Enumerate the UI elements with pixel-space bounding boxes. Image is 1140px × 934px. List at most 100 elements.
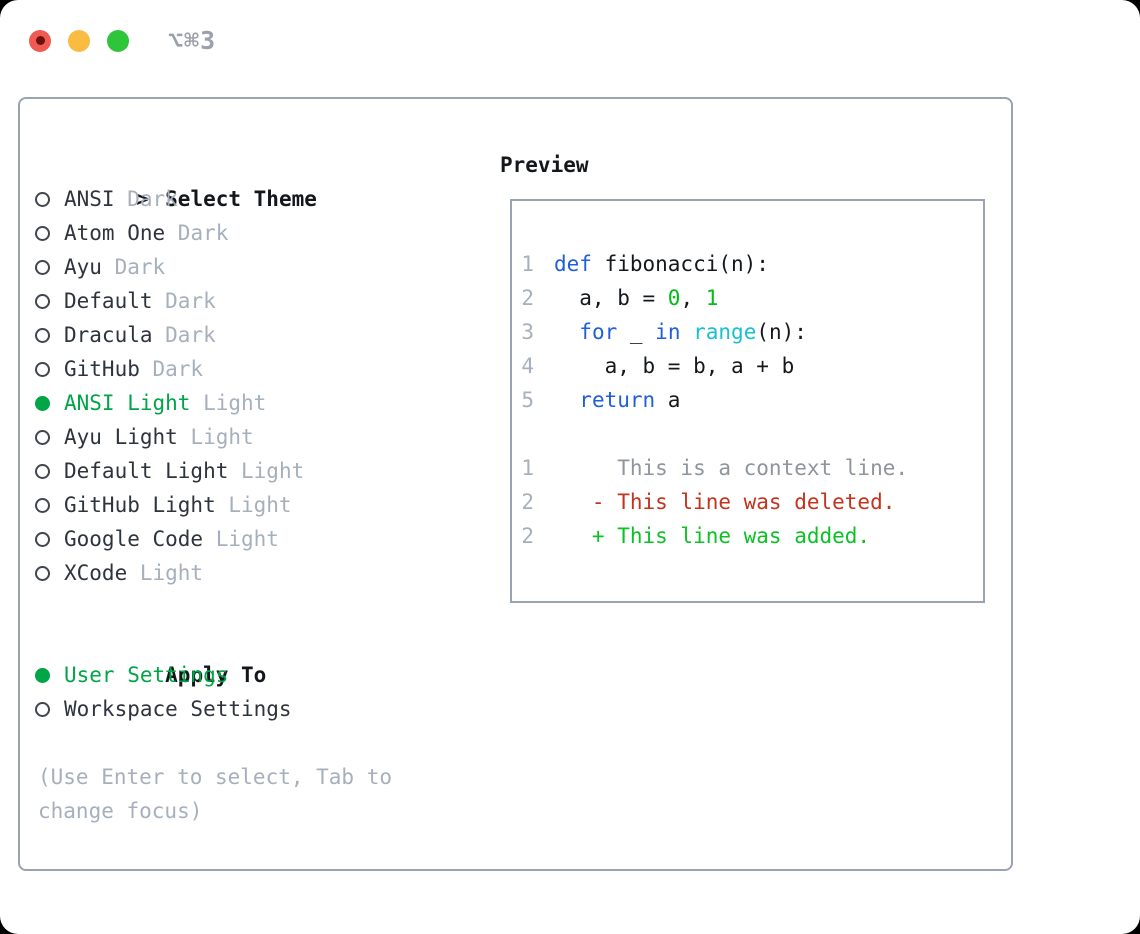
radio-icon <box>35 362 50 377</box>
code-text: a, b = b, a + b <box>554 354 795 378</box>
theme-option[interactable]: GitHub Dark <box>20 352 490 386</box>
apply-to-label: User Settings <box>64 663 229 687</box>
radio-icon <box>35 328 50 343</box>
prompt-caret-icon: > <box>136 187 149 211</box>
theme-option[interactable]: Dracula Dark <box>20 318 490 352</box>
code-line: 3 for _ in range(n): <box>520 315 983 349</box>
zoom-button[interactable] <box>107 29 129 52</box>
code-text: This is a context line. <box>554 456 909 480</box>
line-number: 1 <box>521 456 534 480</box>
code-line: 5 return a <box>520 383 983 417</box>
close-button[interactable] <box>29 29 51 52</box>
radio-icon <box>35 260 50 275</box>
line-number: 5 <box>521 388 534 412</box>
apply-to-title: Apply To <box>165 663 267 687</box>
keyboard-hint: (Use Enter to select, Tab to change focu… <box>38 765 393 823</box>
theme-label: Dracula <box>64 323 153 347</box>
theme-variant: Light <box>127 561 204 585</box>
spacer <box>20 590 490 624</box>
marker <box>35 386 64 420</box>
marker <box>35 216 64 250</box>
theme-option[interactable]: Google Code Light <box>20 522 490 556</box>
line-number: 2 <box>521 524 534 548</box>
marker <box>35 556 64 590</box>
apply-to-label: Workspace Settings <box>64 697 292 721</box>
radio-selected-icon <box>35 668 50 683</box>
radio-icon <box>35 464 50 479</box>
marker <box>35 692 64 726</box>
theme-option[interactable]: ANSI Dark <box>20 182 490 216</box>
marker <box>35 352 64 386</box>
close-dot-icon <box>35 36 45 45</box>
radio-icon <box>35 566 50 581</box>
code-text: + This line was added. <box>554 524 871 548</box>
theme-label: ANSI <box>64 187 115 211</box>
theme-label: Ayu Light <box>64 425 178 449</box>
theme-option[interactable]: XCode Light <box>20 556 490 590</box>
theme-variant: Light <box>203 527 279 551</box>
line-number: 1 <box>521 252 534 276</box>
line-number: 3 <box>521 320 534 344</box>
apply-to-option[interactable]: Workspace Settings <box>20 692 490 726</box>
code-line: 2 a, b = 0, 1 <box>520 281 983 315</box>
theme-label: Atom One <box>64 221 166 245</box>
line-number: 2 <box>521 286 534 310</box>
marker <box>35 318 64 352</box>
theme-label: Google Code <box>64 527 204 551</box>
radio-icon <box>35 226 50 241</box>
theme-label: GitHub Light <box>64 493 216 517</box>
select-theme-header: > Select Theme <box>20 148 490 211</box>
theme-label: XCode <box>64 561 128 585</box>
theme-option[interactable]: Ayu Dark <box>20 250 490 284</box>
apply-to-option[interactable]: User Settings <box>20 658 490 692</box>
radio-selected-icon <box>35 396 50 411</box>
code-line: 4 a, b = b, a + b <box>520 349 983 383</box>
marker <box>35 420 64 454</box>
theme-variant: Dark <box>101 255 166 279</box>
theme-option[interactable]: GitHub Light Light <box>20 488 490 522</box>
titlebar: ⌥⌘3 <box>29 26 216 55</box>
radio-icon <box>35 430 50 445</box>
code-text: def fibonacci(n): <box>554 252 769 276</box>
preview-title: Preview <box>500 153 589 177</box>
apply-to-header: Apply To <box>20 624 490 687</box>
theme-label: ANSI Light <box>64 391 191 415</box>
code-text: - This line was deleted. <box>554 490 896 514</box>
marker <box>35 182 64 216</box>
radio-icon <box>35 192 50 207</box>
minimize-button[interactable] <box>68 29 90 52</box>
theme-option[interactable]: Ayu Light Light <box>20 420 490 454</box>
theme-variant: Dark <box>152 323 216 347</box>
theme-option[interactable]: Default Dark <box>20 284 490 318</box>
theme-variant: Dark <box>139 357 204 381</box>
code-text: for _ in range(n): <box>579 320 807 344</box>
code-line <box>520 417 983 451</box>
theme-variant: Dark <box>152 289 216 313</box>
marker <box>35 488 64 522</box>
theme-option[interactable]: ANSI Light Light <box>20 386 490 420</box>
code-text: a, b = 0, 1 <box>554 286 719 310</box>
select-theme-title: Select Theme <box>165 187 317 211</box>
theme-label: Default <box>64 289 153 313</box>
marker <box>35 250 64 284</box>
theme-variant: Light <box>215 493 292 517</box>
theme-option[interactable]: Atom One Dark <box>20 216 490 250</box>
marker <box>35 454 64 488</box>
line-number: 4 <box>521 354 534 378</box>
code-line: 2 - This line was deleted. <box>520 485 983 519</box>
theme-variant: Light <box>228 459 305 483</box>
theme-label: Default Light <box>64 459 229 483</box>
code-line: 1 This is a context line. <box>520 451 983 485</box>
marker <box>35 522 64 556</box>
theme-variant: Light <box>190 391 267 415</box>
marker <box>35 284 64 318</box>
code-text: return a <box>579 388 681 412</box>
theme-option[interactable]: Default Light Light <box>20 454 490 488</box>
